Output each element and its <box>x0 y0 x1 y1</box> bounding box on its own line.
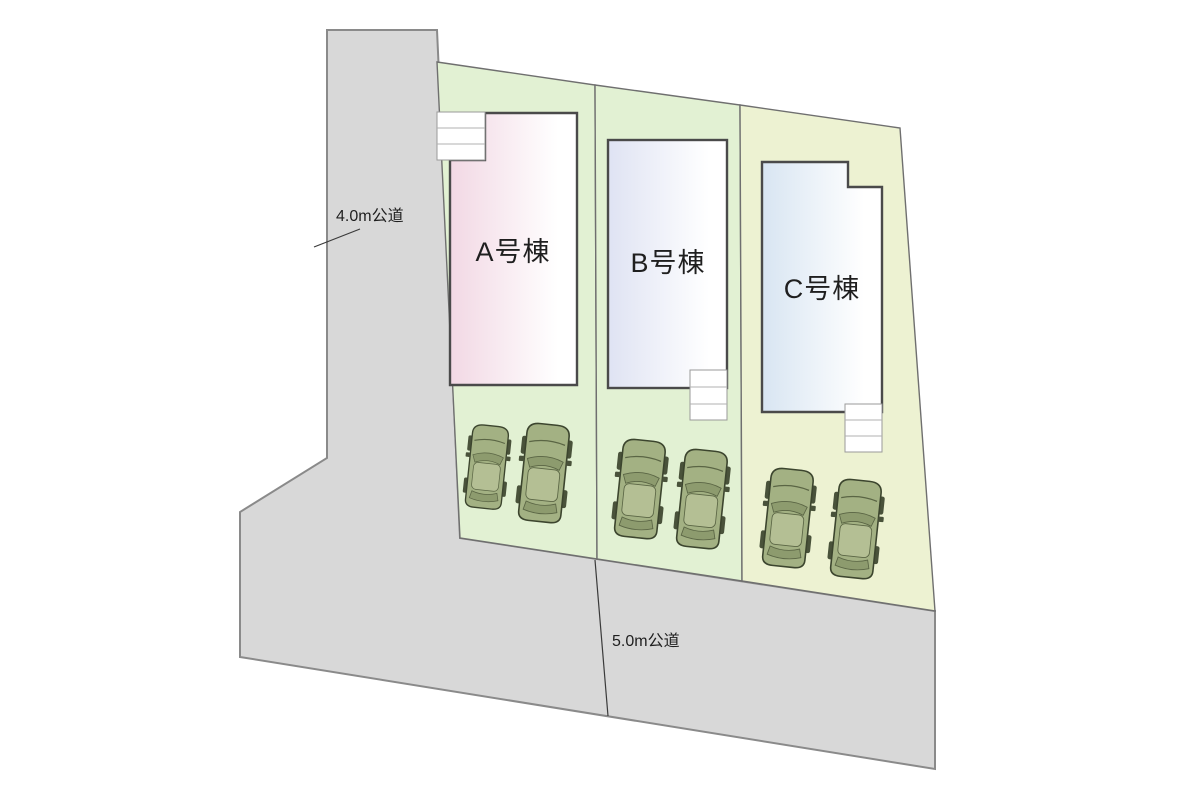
road-label-5m: 5.0m公道 <box>612 632 680 650</box>
dimension-tick-4m <box>313 228 361 248</box>
building-c <box>760 160 884 414</box>
road-label-4m: 4.0m公道 <box>336 207 404 225</box>
entrance-steps-b <box>689 369 728 421</box>
entrance-steps-a <box>436 111 486 161</box>
building-a-label: A号棟 <box>475 237 550 267</box>
building-b <box>606 138 729 390</box>
building-c-label: C号棟 <box>784 274 861 304</box>
dimension-tick-5m <box>594 559 609 717</box>
entrance-steps-c <box>844 403 883 453</box>
building-b-label: B号棟 <box>630 248 705 278</box>
